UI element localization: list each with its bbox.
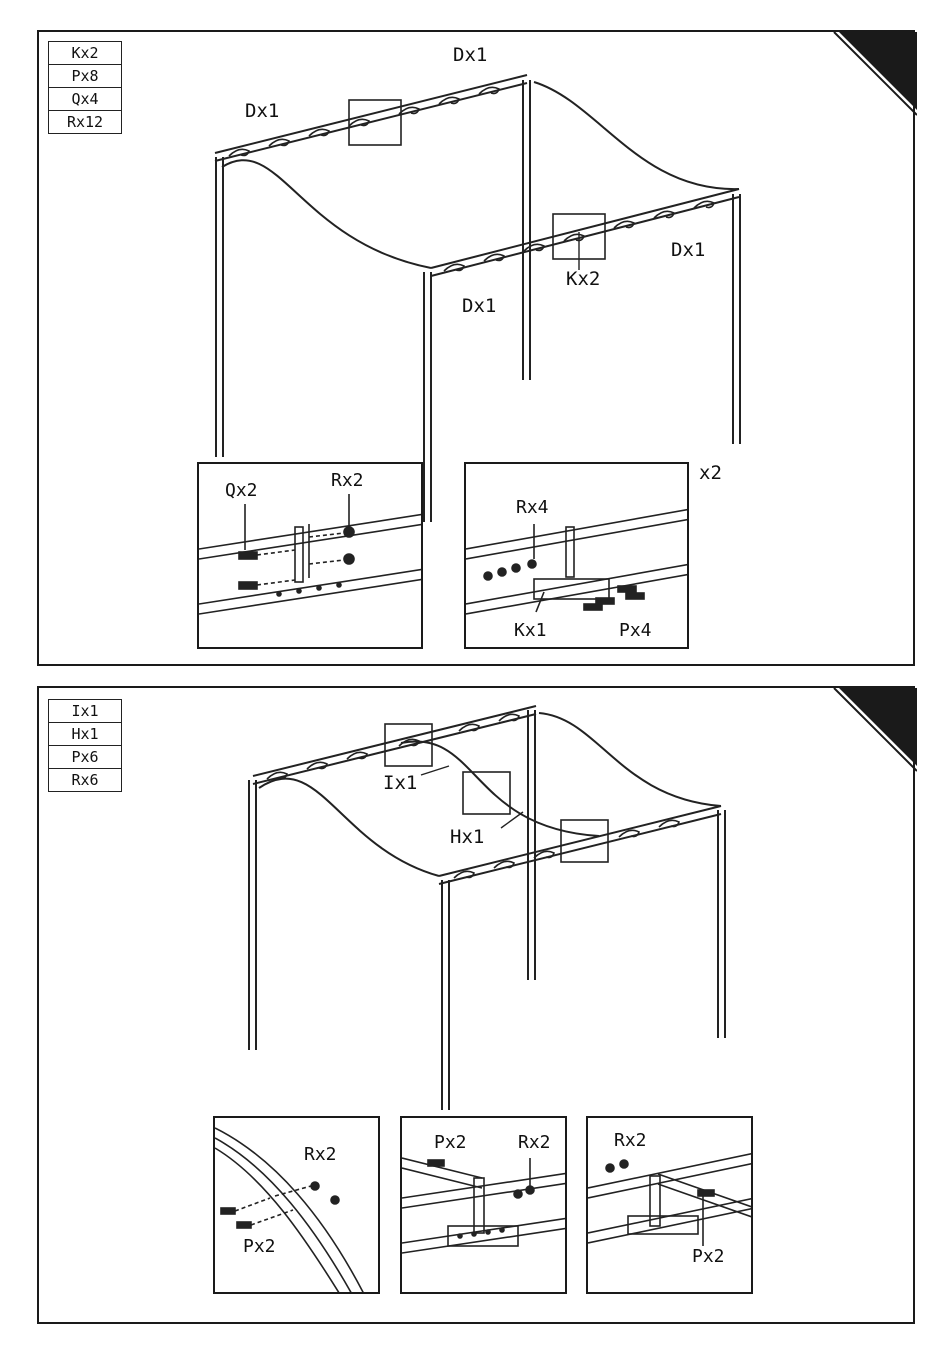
label-d-front-bottom: Dx1 [462, 297, 496, 316]
label-r: Rx2 [518, 1134, 551, 1152]
label-multiplier: x2 [699, 464, 722, 483]
part-count: Px8 [49, 65, 122, 88]
part-count: Hx1 [49, 723, 122, 746]
step-2-detail-b: Px2 Rx2 [400, 1116, 567, 1294]
label-q: Qx2 [225, 482, 258, 500]
step-2-detail-c: Rx2 Px2 [586, 1116, 753, 1294]
step-1-panel: Kx2 Px8 Qx4 Rx12 Dx1 Dx1 Dx1 Dx1 Kx2 [37, 30, 915, 666]
label-p: Px2 [243, 1238, 276, 1256]
label-p: Px2 [692, 1248, 725, 1266]
part-count: Px6 [49, 746, 122, 769]
label-r: Rx2 [331, 472, 364, 490]
label-p: Px4 [619, 622, 652, 640]
part-count: Kx2 [49, 42, 122, 65]
part-count: Ix1 [49, 700, 122, 723]
label-d-top-back: Dx1 [453, 46, 487, 65]
step-1-detail-b: Rx4 Kx1 Px4 [464, 462, 689, 649]
part-count: Rx12 [49, 111, 122, 134]
label-k: Kx1 [514, 622, 547, 640]
label-p: Px2 [434, 1134, 467, 1152]
label-k-callout: Kx2 [566, 270, 600, 289]
label-i: Ix1 [383, 774, 417, 793]
label-r: Rx4 [516, 499, 549, 517]
step-2-panel: Ix1 Hx1 Px6 Rx6 Ix1 Hx1 Rx2 Px2 [37, 686, 915, 1324]
label-r: Rx2 [304, 1146, 337, 1164]
label-h: Hx1 [450, 828, 484, 847]
label-d-top-left: Dx1 [245, 102, 279, 121]
label-d-front-right: Dx1 [671, 241, 705, 260]
step-2-parts-list: Ix1 Hx1 Px6 Rx6 [48, 699, 122, 792]
step-1-detail-a: Qx2 Rx2 [197, 462, 423, 649]
part-count: Rx6 [49, 769, 122, 792]
label-r: Rx2 [614, 1132, 647, 1150]
step-1-parts-list: Kx2 Px8 Qx4 Rx12 [48, 41, 122, 134]
step-2-detail-a: Rx2 Px2 [213, 1116, 380, 1294]
part-count: Qx4 [49, 88, 122, 111]
